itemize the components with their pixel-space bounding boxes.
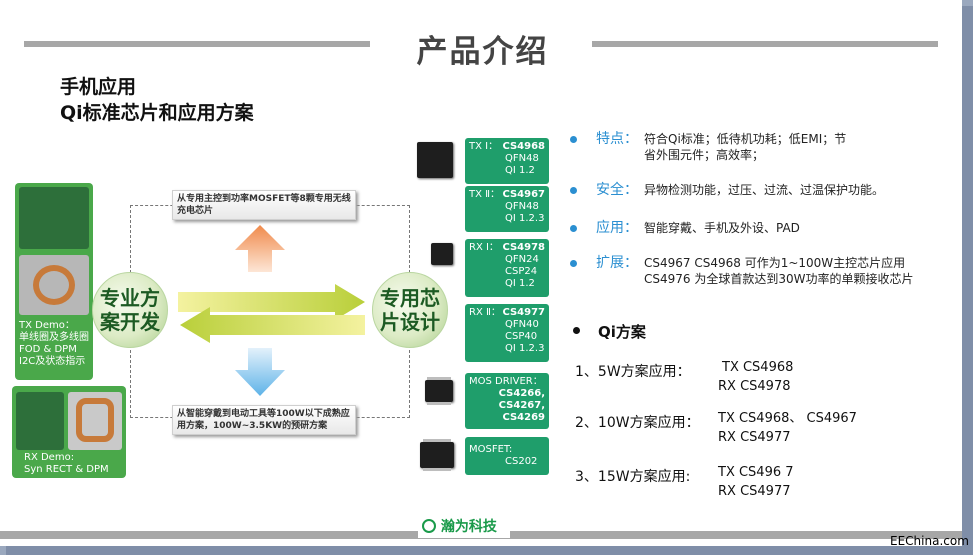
- chip-spec: QFN24: [505, 254, 539, 265]
- right-circle-line-1: 专用芯: [380, 286, 440, 310]
- chip-spec: CSP40: [505, 331, 538, 342]
- feature-item: 应用： 智能穿戴、手机及外设、PAD: [570, 220, 950, 240]
- chip-spec: QFN48: [505, 201, 539, 212]
- qi-heading: Qi方案: [598, 323, 646, 341]
- feature-item: 扩展： CS4967 CS4968 可作为1~100W主控芯片应用 CS4976…: [570, 255, 950, 295]
- tx-demo-line-4: I2C及状态指示: [19, 356, 86, 367]
- slide-shadow-right: [962, 6, 973, 555]
- right-arrow-icon: [178, 284, 365, 320]
- feature-item: 特点： 符合Qi标准；低待机功耗；低EMI；节省外围元件；高效率；: [570, 131, 950, 167]
- chip-box-rx1: RX Ⅰ：CS4978 QFN24 CSP24 QI 1.2: [465, 239, 549, 297]
- chip-label: MOSFET:: [469, 444, 513, 455]
- company-logo: 瀚为科技: [418, 516, 510, 538]
- chip-part: CS4978: [502, 242, 545, 253]
- qi-item-label: 3、15W方案应用:: [575, 469, 691, 485]
- qi-item-part: RX CS4977: [718, 430, 791, 445]
- chip-label: TX Ⅱ：: [469, 189, 501, 200]
- top-callout: 从专用主控到功率MOSFET等8颗专用无线充电芯片: [172, 190, 356, 220]
- rx-board-image: [16, 392, 64, 450]
- chip-box-mosdriver: MOS DRIVER： CS4266, CS4267, CS4269: [465, 373, 549, 429]
- feature-key: 应用：: [596, 220, 638, 236]
- feature-value: 符合Qi标准；低待机功耗；低EMI；节省外围元件；高效率；: [644, 132, 847, 162]
- rx-demo-panel: RX Demo: Syn RECT & DPM: [12, 386, 126, 478]
- feature-value: CS4967 CS4968 可作为1~100W主控芯片应用 CS4976 为全球…: [644, 256, 914, 286]
- subtitle-line1: 手机应用: [60, 76, 137, 98]
- rx-demo-line-2: Syn RECT & DPM: [24, 464, 109, 475]
- qi-item-part: TX CS496 7: [718, 465, 794, 480]
- chip-spec: QI 1.2.3: [505, 343, 545, 354]
- watermark: EEChina.com: [890, 534, 969, 548]
- qi-item-part: TX CS4968、 CS4967: [718, 411, 857, 426]
- chip-part: CS4266,: [498, 388, 545, 399]
- down-arrow-icon: [235, 348, 285, 396]
- feature-key: 安全：: [596, 182, 638, 198]
- slide: 产品介绍 手机应用 Qi标准芯片和应用方案 TX Demo： 单线圈及多线圈 F…: [0, 0, 962, 546]
- chip-label: MOS DRIVER：: [469, 376, 543, 387]
- chip-box-mosfet: MOSFET: CS202: [465, 437, 549, 475]
- left-circle: [92, 272, 168, 348]
- chip-box-tx2: TX Ⅱ：CS4967 QFN48 QI 1.2.3: [465, 186, 549, 232]
- logo-icon: [422, 519, 436, 533]
- chip-spec: QFN40: [505, 319, 539, 330]
- chip-image-mosdriver: [425, 377, 453, 405]
- bullet-icon: [570, 136, 577, 143]
- chip-part: CS4267,: [498, 400, 545, 411]
- rx-demo-line-1: RX Demo:: [24, 452, 75, 463]
- chip-spec: QI 1.2: [505, 165, 535, 176]
- chip-image-rx1: [431, 243, 453, 265]
- qi-item-part: RX CS4977: [718, 484, 791, 499]
- left-arrow-icon: [180, 307, 365, 343]
- diagram-arrows: [178, 225, 365, 396]
- feature-value: 智能穿戴、手机及外设、PAD: [644, 221, 800, 235]
- chip-part: CS4967: [502, 189, 545, 200]
- left-circle-line-2: 案开发: [100, 310, 160, 334]
- chip-part: CS4269: [502, 412, 545, 423]
- chip-image-tx1: [417, 142, 453, 178]
- chip-image-mosfet: [420, 439, 454, 471]
- bullet-icon: [570, 225, 577, 232]
- chip-box-tx1: TX Ⅰ：CS4968 QFN48 QI 1.2: [465, 138, 549, 184]
- qi-item-part: RX CS4978: [718, 379, 791, 394]
- chip-part: CS4977: [502, 307, 545, 318]
- tx-demo-line-2: 单线圈及多线圈: [19, 332, 89, 343]
- header-rule-left: [24, 41, 370, 47]
- bullet-icon: [570, 260, 577, 267]
- chip-spec: QI 1.2.3: [505, 213, 545, 224]
- tx-demo-line-3: FOD & DPM: [19, 344, 77, 355]
- bullet-icon: [570, 187, 577, 194]
- qi-item-label: 1、5W方案应用：: [575, 364, 691, 380]
- up-arrow-icon: [235, 225, 285, 272]
- chip-part: CS4968: [502, 141, 545, 152]
- logo-text: 瀚为科技: [440, 519, 497, 535]
- tx-demo-panel: TX Demo： 单线圈及多线圈 FOD & DPM I2C及状态指示: [15, 183, 93, 380]
- qi-item-label: 2、10W方案应用：: [575, 415, 700, 431]
- feature-item: 安全： 异物检测功能，过压、过流、过温保护功能。: [570, 182, 950, 202]
- bullet-icon: [573, 327, 580, 334]
- subtitle-line2: Qi标准芯片和应用方案: [60, 102, 254, 124]
- rx-coil-image: [68, 392, 122, 450]
- right-circle: [372, 272, 448, 348]
- chip-label: RX Ⅰ：: [469, 242, 499, 253]
- chip-spec: CSP24: [505, 266, 538, 277]
- chip-spec: QFN48: [505, 153, 539, 164]
- right-circle-line-2: 片设计: [380, 310, 440, 334]
- bottom-callout: 从智能穿戴到电动工具等100W以下成熟应用方案，100W~3.5KW的预研方案: [172, 405, 356, 435]
- feature-value: 异物检测功能，过压、过流、过温保护功能。: [644, 183, 885, 197]
- page-title: 产品介绍: [416, 34, 549, 70]
- chip-label: RX Ⅱ：: [469, 307, 501, 318]
- tx-board-image: [19, 187, 89, 249]
- chip-part: CS202: [505, 456, 538, 467]
- chip-spec: QI 1.2: [505, 278, 535, 289]
- chip-box-rx2: RX Ⅱ：CS4977 QFN40 CSP40 QI 1.2.3: [465, 304, 549, 362]
- tx-coil-image: [19, 255, 89, 315]
- feature-key: 特点：: [596, 131, 638, 147]
- slide-shadow-bottom: [6, 546, 973, 555]
- header-rule-right: [592, 41, 938, 47]
- qi-item-part: TX CS4968: [722, 360, 794, 375]
- left-circle-line-1: 专业方: [100, 286, 160, 310]
- chip-label: TX Ⅰ：: [469, 141, 499, 152]
- tx-demo-line-1: TX Demo：: [19, 320, 75, 331]
- feature-key: 扩展：: [596, 255, 638, 271]
